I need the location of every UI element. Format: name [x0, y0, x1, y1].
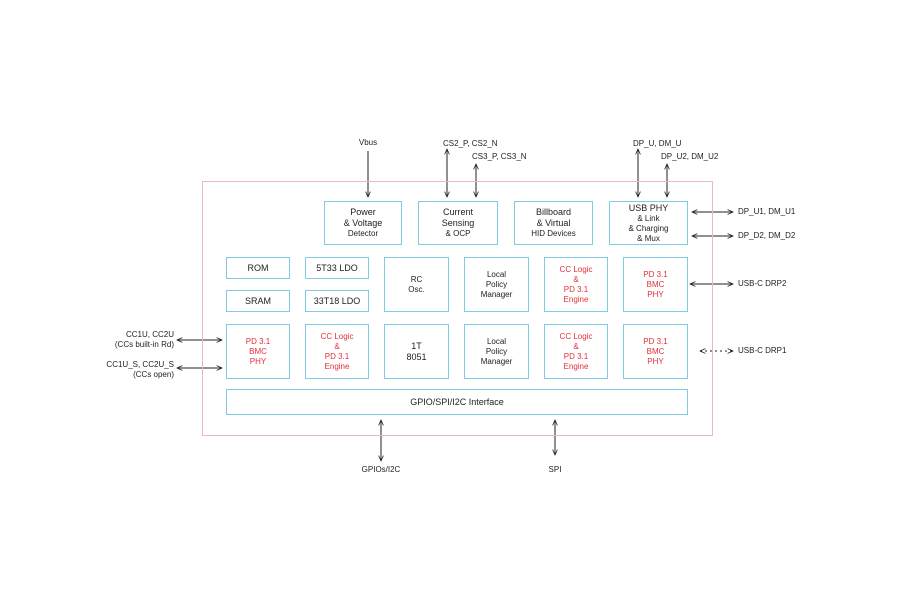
mcu-8051-block: 1T 8051 — [384, 324, 449, 379]
cc1u-label: CC1U, CC2U (CCs built-in Rd) — [80, 330, 174, 350]
vbus-label: Vbus — [352, 138, 384, 148]
dpd2-label: DP_D2, DM_D2 — [738, 231, 795, 241]
lpm1-line-1: Local — [486, 269, 507, 279]
pdphy2-line-3: PHY — [647, 356, 664, 366]
ldo-33t18-block: 33T18 LDO — [305, 290, 369, 312]
power-line-1: Power — [350, 207, 376, 217]
cs3-text: CS3_P, CS3_N — [472, 152, 527, 161]
drp1-label: USB-C DRP1 — [738, 346, 786, 356]
usbphy-line-2: & Link — [637, 213, 660, 223]
cc1-line-1: CC Logic — [559, 264, 593, 274]
ldo-5t33-block: 5T33 LDO — [305, 257, 369, 279]
lpm2-line-1: Local — [486, 336, 507, 346]
ccL-line-1: CC Logic — [320, 331, 354, 341]
billboard-line-1: Billboard — [535, 207, 572, 217]
dpu1-label: DP_U1, DM_U1 — [738, 207, 795, 217]
rc-line-2: Osc. — [408, 284, 425, 294]
ccL-line-3: PD 3.1 — [324, 351, 350, 361]
lpm1-line-3: Manager — [480, 289, 513, 299]
pdphy1-line-1: PD 3.1 — [643, 269, 668, 279]
sram-label: SRAM — [244, 295, 271, 306]
current-line-3: & OCP — [445, 229, 471, 238]
lpm2-line-3: Manager — [480, 356, 513, 366]
drp2-label: USB-C DRP2 — [738, 279, 786, 289]
ldo1-label: 5T33 LDO — [316, 262, 358, 273]
pd-bmc-phy-upstream-block: PD 3.1 BMC PHY — [226, 324, 290, 379]
cc-logic-2-block: CC Logic & PD 3.1 Engine — [544, 324, 608, 379]
gpios-label: GPIOs/I2C — [351, 465, 411, 475]
chip-boundary — [202, 181, 713, 436]
usbphy-line-1: USB PHY — [628, 202, 669, 213]
rom-block: ROM — [226, 257, 290, 279]
usbphy-line-3: & Charging — [628, 223, 669, 233]
dpu1-text: DP_U1, DM_U1 — [738, 207, 796, 216]
billboard-line-3: HID Devices — [531, 229, 576, 238]
spi-text: SPI — [548, 465, 562, 474]
pdphyL-line-2: BMC — [249, 346, 267, 356]
cc1-line-2: & — [573, 274, 579, 284]
current-sensing-block: Current Sensing & OCP — [418, 201, 498, 245]
local-policy-manager-2-block: Local Policy Manager — [464, 324, 529, 379]
cc1us-label: CC1U_S, CC2U_S (CCs open) — [80, 360, 174, 380]
drp2-text: USB-C DRP2 — [738, 279, 787, 288]
mcu-line-2: 8051 — [406, 351, 427, 362]
billboard-block: Billboard & Virtual HID Devices — [514, 201, 593, 245]
cs3-label: CS3_P, CS3_N — [472, 152, 527, 162]
pdphy1-line-2: BMC — [646, 279, 665, 289]
pd-bmc-phy-drp2-block: PD 3.1 BMC PHY — [623, 257, 688, 312]
ldo2-label: 33T18 LDO — [313, 295, 361, 306]
sram-block: SRAM — [226, 290, 290, 312]
drp1-text: USB-C DRP1 — [738, 346, 787, 355]
gpio-spi-i2c-interface-block: GPIO/SPI/I2C Interface — [226, 389, 688, 415]
cc1u-text-1: CC1U, CC2U — [125, 330, 174, 339]
cc1us-text-1: CC1U_S, CC2U_S — [106, 360, 174, 369]
ccL-line-2: & — [334, 341, 340, 351]
cc1-line-3: PD 3.1 — [563, 284, 589, 294]
dpu2-label: DP_U2, DM_U2 — [661, 152, 718, 162]
pdphyL-line-3: PHY — [249, 356, 267, 366]
current-line-2: Sensing — [441, 218, 475, 228]
cc1us-text-2: (CCs open) — [133, 370, 174, 379]
lpm2-line-2: Policy — [485, 346, 508, 356]
power-line-3: Detector — [347, 229, 379, 238]
gpio-label: GPIO/SPI/I2C Interface — [410, 396, 504, 407]
dpd2-text: DP_D2, DM_D2 — [738, 231, 796, 240]
lpm1-line-2: Policy — [485, 279, 508, 289]
ccL-line-4: Engine — [324, 361, 350, 371]
cs2-label: CS2_P, CS2_N — [443, 139, 498, 149]
vbus-text: Vbus — [358, 138, 378, 147]
cc-logic-1-block: CC Logic & PD 3.1 Engine — [544, 257, 608, 312]
cc2-line-2: & — [573, 341, 579, 351]
pdphy1-line-3: PHY — [647, 289, 664, 299]
pdphyL-line-1: PD 3.1 — [245, 336, 271, 346]
rc-line-1: RC — [410, 274, 423, 284]
pd-bmc-phy-drp1-block: PD 3.1 BMC PHY — [623, 324, 688, 379]
cc1u-text-2: (CCs built-in Rd) — [114, 340, 174, 349]
dpu2-text: DP_U2, DM_U2 — [661, 152, 719, 161]
cc2-line-1: CC Logic — [559, 331, 593, 341]
power-line-2: & Voltage — [343, 218, 383, 228]
rc-osc-block: RC Osc. — [384, 257, 449, 312]
cc-logic-upstream-block: CC Logic & PD 3.1 Engine — [305, 324, 369, 379]
pdphy2-line-2: BMC — [646, 346, 665, 356]
cc1-line-4: Engine — [563, 294, 589, 304]
current-line-1: Current — [442, 207, 473, 217]
gpios-text: GPIOs/I2C — [361, 465, 401, 474]
dpu-label: DP_U, DM_U — [633, 139, 681, 149]
local-policy-manager-1-block: Local Policy Manager — [464, 257, 529, 312]
power-voltage-detector-block: Power & Voltage Detector — [324, 201, 402, 245]
cs2-text: CS2_P, CS2_N — [443, 139, 498, 148]
rom-label: ROM — [247, 262, 269, 273]
mcu-line-1: 1T — [411, 340, 422, 351]
cc2-line-4: Engine — [563, 361, 589, 371]
cc2-line-3: PD 3.1 — [563, 351, 589, 361]
usb-phy-block: USB PHY & Link & Charging & Mux — [609, 201, 688, 245]
usbphy-line-4: & Mux — [637, 233, 660, 243]
pdphy2-line-1: PD 3.1 — [643, 336, 668, 346]
spi-label: SPI — [540, 465, 570, 475]
dpu-text: DP_U, DM_U — [633, 139, 682, 148]
billboard-line-2: & Virtual — [536, 218, 571, 228]
